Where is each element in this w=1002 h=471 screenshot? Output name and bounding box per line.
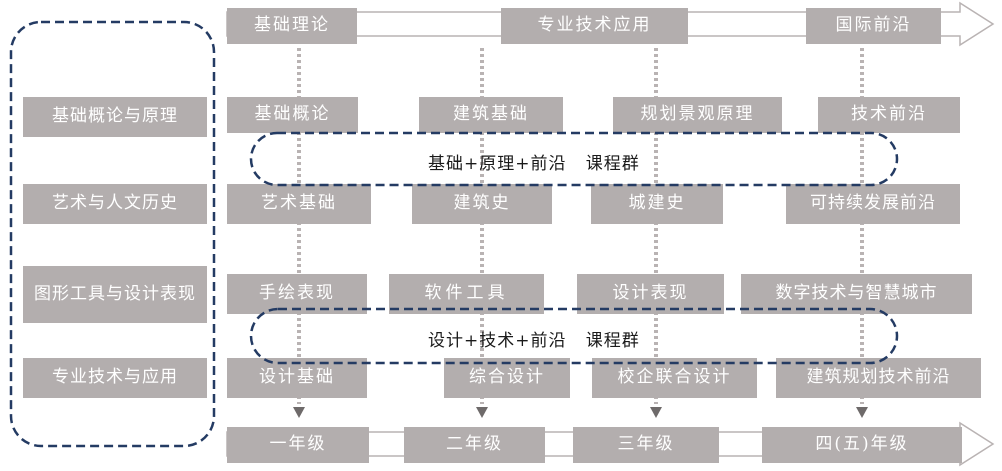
course-r4-c3: 校企联合设计 — [592, 358, 757, 398]
category-art-humanities: 艺术与人文历史 — [23, 184, 207, 224]
category-graphic-tools: 图形工具与设计表现 — [23, 266, 207, 323]
category-basic-principles: 基础概论与原理 — [23, 97, 207, 137]
grade-label-1: 一年级 — [227, 427, 369, 463]
course-r1-c4: 技术前沿 — [818, 97, 960, 133]
course-r4-c4: 建筑规划技术前沿 — [776, 358, 981, 398]
grade-label-2: 二年级 — [404, 427, 545, 463]
arrowhead-col-2 — [476, 407, 488, 418]
course-r2-c3: 城建史 — [591, 184, 723, 224]
course-r3-c2: 软件工具 — [389, 274, 544, 314]
course-r3-c1: 手绘表现 — [227, 274, 367, 314]
grade-label-4: 四(五)年级 — [762, 427, 962, 463]
course-r2-c4: 可持续发展前沿 — [786, 184, 960, 224]
course-r1-c2: 建筑基础 — [419, 97, 563, 133]
top-label-international-frontier: 国际前沿 — [806, 8, 941, 44]
left-category-frame — [9, 20, 216, 448]
group-caption-design: 设计+技术+前沿 课程群 — [428, 331, 640, 351]
category-professional-tech: 专业技术与应用 — [23, 358, 207, 398]
course-r2-c2: 建筑史 — [412, 184, 552, 224]
top-label-basic-theory: 基础理论 — [227, 8, 357, 44]
course-r3-c4: 数字技术与智慧城市 — [741, 274, 972, 314]
group-caption-foundation: 基础+原理+前沿 课程群 — [428, 154, 640, 174]
course-r3-c3: 设计表现 — [577, 274, 724, 314]
course-r2-c1: 艺术基础 — [227, 184, 371, 224]
arrowhead-col-4 — [856, 407, 868, 418]
course-r1-c1: 基础概论 — [227, 97, 358, 133]
course-r4-c2: 综合设计 — [444, 358, 570, 398]
arrowhead-col-1 — [293, 407, 305, 418]
course-r1-c3: 规划景观原理 — [613, 97, 782, 133]
group-outline-foundation — [249, 131, 899, 187]
arrowhead-col-3 — [650, 407, 662, 418]
grade-label-3: 三年级 — [573, 427, 719, 463]
course-r4-c1: 设计基础 — [227, 358, 367, 398]
top-label-professional-application: 专业技术应用 — [501, 8, 688, 44]
group-outline-design — [249, 307, 899, 365]
